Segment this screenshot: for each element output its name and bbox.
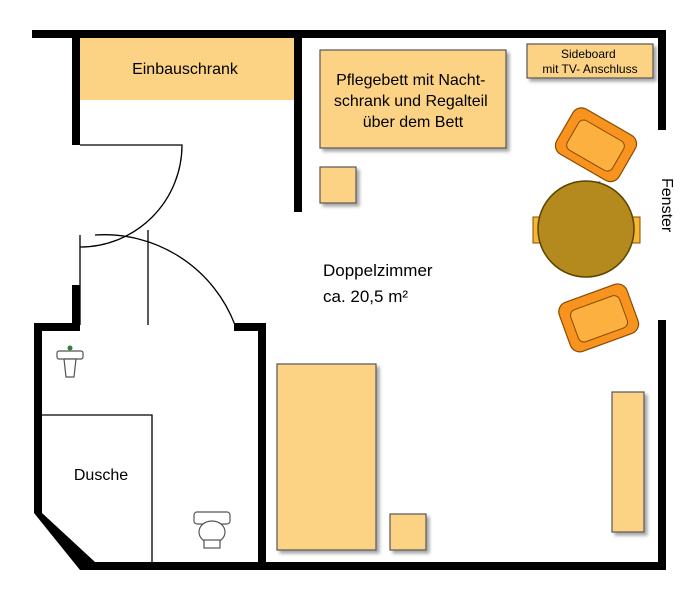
sideboard-label: Sideboard mit TV- Anschluss bbox=[542, 47, 637, 76]
nightstand-top bbox=[319, 166, 357, 204]
window-label: Fenster bbox=[658, 178, 675, 233]
care-bed-label: Pflegebett mit Nacht- schrank und Regalt… bbox=[334, 72, 492, 131]
walls bbox=[32, 30, 666, 570]
shower-partition bbox=[42, 414, 153, 562]
wall-bath-corner bbox=[34, 513, 95, 570]
wall-right-upper bbox=[658, 30, 666, 130]
wall-bottom-room bbox=[258, 562, 666, 570]
room-door-swing bbox=[94, 234, 236, 326]
closet bbox=[80, 38, 294, 100]
doors bbox=[79, 144, 236, 326]
nightstand-bottom bbox=[389, 513, 427, 551]
room-label: Doppelzimmer ca. 20,5 m² bbox=[323, 261, 437, 306]
wall-top bbox=[32, 30, 666, 38]
toilet-icon bbox=[193, 511, 231, 549]
sideboard-label-line: mit TV- Anschluss bbox=[542, 62, 637, 76]
wall-bath-left bbox=[34, 323, 42, 513]
wall-bath-top-left bbox=[34, 323, 80, 331]
sink-icon bbox=[56, 345, 84, 378]
wall-left-corridor-lower bbox=[72, 285, 80, 325]
side-shelf bbox=[611, 391, 645, 533]
care-bed-label-line: Pflegebett mit Nacht- bbox=[336, 72, 485, 89]
armchair-icon bbox=[558, 283, 640, 353]
armchair-icon bbox=[554, 107, 638, 183]
sideboard-label-line: Sideboard bbox=[561, 47, 616, 61]
second-bed bbox=[276, 363, 377, 551]
care-bed bbox=[319, 49, 507, 149]
room-label-line: Doppelzimmer bbox=[323, 261, 433, 280]
sideboard bbox=[526, 43, 654, 79]
round-table-icon bbox=[532, 180, 641, 278]
wall-bath-top-right bbox=[234, 323, 266, 331]
wall-bottom-bath bbox=[80, 562, 265, 570]
wall-right-lower bbox=[658, 320, 666, 570]
room-label-line: ca. 20,5 m² bbox=[323, 287, 408, 306]
closet-label: Einbauschrank bbox=[132, 61, 239, 78]
shower-label: Dusche bbox=[74, 467, 128, 484]
entry-door-swing bbox=[79, 144, 183, 248]
care-bed-label-line: über dem Bett bbox=[363, 114, 464, 131]
wall-divider bbox=[294, 30, 302, 212]
wall-left-corridor-upper bbox=[72, 30, 80, 145]
care-bed-label-line: schrank und Regalteil bbox=[334, 93, 488, 110]
wall-bath-right bbox=[258, 323, 266, 570]
